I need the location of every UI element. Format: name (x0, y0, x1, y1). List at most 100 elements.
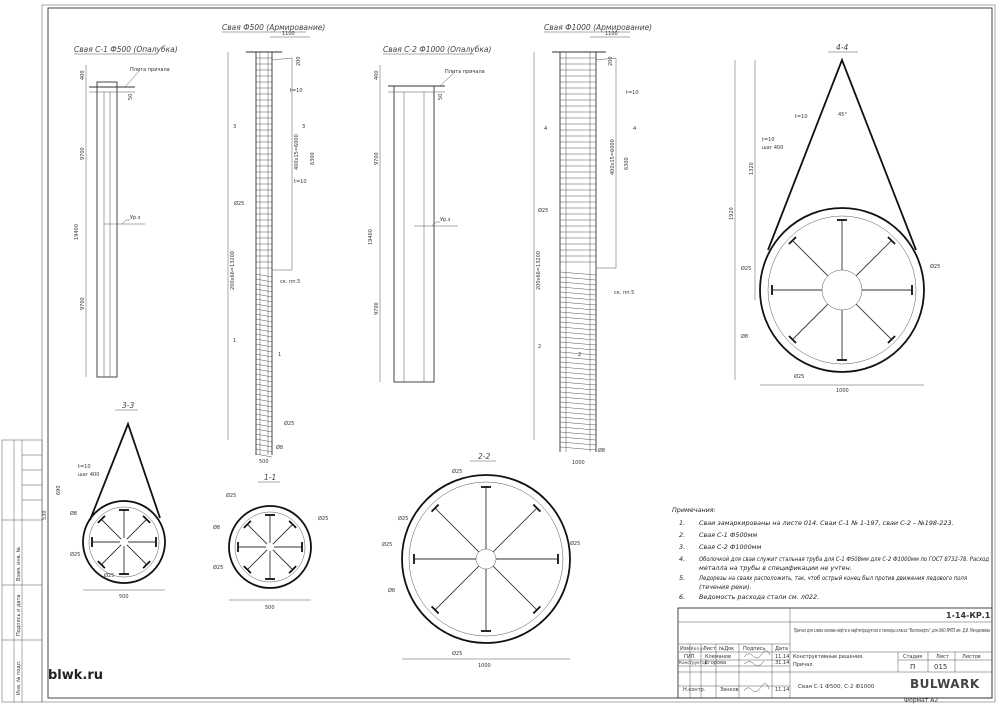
drawing-line (255, 303, 273, 308)
d25-f4: Ø25 (570, 540, 580, 547)
dim-1920: 1920 (729, 207, 735, 220)
drawing-line (559, 411, 597, 416)
dim-1100-b: 1100 (605, 31, 618, 37)
dim-50-a: 50 (128, 94, 134, 100)
drawing-line (788, 335, 797, 344)
dim-9700-b2: 9700 (374, 302, 380, 315)
drawing-line (255, 438, 273, 443)
drawing-line (255, 283, 273, 288)
note-4-n: 4. (679, 555, 685, 563)
drawing-line (255, 338, 273, 343)
drawing-line (559, 421, 597, 426)
d8-a: Ø8 (276, 444, 283, 451)
note-ref-a: ск. пп.5 (280, 279, 300, 285)
h-list: Лист (703, 646, 716, 652)
drawing-line (559, 436, 597, 441)
drawing-line (559, 396, 597, 401)
dim-400-a: 400 (80, 70, 86, 80)
dim-1000-c: 1000 (836, 388, 849, 394)
drawing-line (255, 368, 273, 373)
dim-19400-a: 19400 (74, 224, 80, 240)
drawing-line (255, 348, 273, 353)
title-3-3: 3-3 (122, 401, 134, 410)
drawing-line (255, 453, 273, 458)
drawing-line (559, 371, 597, 376)
d8-f: Ø8 (388, 587, 395, 594)
drawing-line (559, 326, 597, 331)
drawing-line (255, 393, 273, 398)
drawing-line (126, 519, 147, 540)
dim-1000-b: 1000 (572, 460, 585, 466)
h-sheet: Лист (936, 654, 949, 660)
drawing-line (255, 428, 273, 433)
d25-d1: Ø25 (70, 551, 80, 558)
cut3-a: 3 (233, 124, 236, 130)
drawing-line (255, 278, 273, 283)
d25-b1: Ø25 (538, 207, 548, 214)
r1-role: ГИП (684, 654, 695, 660)
note-1-n: 1. (679, 519, 685, 527)
drawing-line (559, 381, 597, 386)
signature-3 (743, 683, 770, 693)
note-2-text: Свая С-1 Ф500мм (699, 531, 757, 539)
note-ref-b: ск. пп.5 (614, 290, 634, 296)
drawing-line (142, 515, 151, 524)
dim-690: 690 (56, 485, 62, 495)
dim-9700-a1: 9700 (80, 147, 86, 160)
d25-c2: Ø25 (930, 263, 940, 270)
drawing-line (272, 524, 293, 545)
drawing-line (434, 565, 480, 611)
rebar-400-a: 400x15=6000 (294, 134, 300, 170)
drawing-line (559, 426, 597, 431)
drawing-line (255, 443, 273, 448)
view-c1-formwork: Свая С-1 Ф500 (Опалубка) Плита причала 4… (74, 45, 178, 378)
signature-2 (743, 660, 765, 667)
d8-c: Ø8 (741, 333, 748, 340)
stage-value: П (910, 663, 915, 671)
d8-b: Ø8 (598, 447, 605, 454)
note-3-n: 3. (679, 543, 685, 551)
drawing-line (126, 544, 147, 565)
section-3-3: 3-3 530 690 t=10 шаг 400 Ø25 Ø25 Ø8 500 (42, 401, 166, 600)
drawing-line (243, 565, 252, 574)
level-mark-2: Ур.з (440, 217, 451, 223)
cut4-b: 4 (633, 126, 636, 132)
cut1-b: 1 (278, 352, 281, 358)
d25-a1: Ø25 (234, 200, 244, 207)
dim-1000-f: 1000 (478, 663, 491, 669)
section-4-4: 4-4 1920 1320 t=10 шаг 400 t=10 45° Ø25 … (729, 43, 940, 394)
drawing-line (559, 406, 597, 411)
drawing-line (255, 398, 273, 403)
d25-e2: Ø25 (318, 515, 328, 522)
drawing-line (255, 448, 273, 453)
drawing-line (101, 519, 122, 540)
title-4-4: 4-4 (836, 43, 848, 52)
drawing-line (559, 341, 597, 346)
dim-500-a: 500 (259, 459, 269, 465)
format-label: Формат А2 (904, 697, 939, 704)
rebar-400-b: 400x15=6000 (610, 139, 616, 175)
title-pile500-rebar: Свая Ф500 (Армирование) (222, 23, 325, 32)
r3-name: Зенков (720, 687, 739, 693)
note-5-text: Ледорезы на сваях расположить, так, чтоб… (698, 574, 967, 582)
d25-f2: Ø25 (398, 515, 408, 522)
d25-e1: Ø25 (226, 492, 236, 499)
note-3-text: Свая С-2 Ф1000мм (699, 543, 761, 551)
drawing-line (532, 605, 542, 615)
r2-date: 31.14 (775, 660, 789, 666)
dim-400-b: 400 (374, 70, 380, 80)
drawing-line (855, 240, 892, 277)
r2-role: Конструктор (679, 660, 708, 665)
r1-name: Клеманов (705, 654, 731, 660)
d25-c1: Ø25 (741, 265, 751, 272)
dim-50-b: 50 (438, 94, 444, 100)
view-c2-formwork: Свая С-2 Ф1000 (Опалубка) Плита причала … (368, 45, 491, 383)
step400-d: шаг 400 (78, 472, 99, 478)
sign-date-label: Подпись и дата (16, 595, 22, 636)
dim-530: 530 (42, 510, 48, 520)
drawing-line (559, 336, 597, 341)
drawing-line (255, 343, 273, 348)
drawing-line (792, 303, 829, 340)
drawing-line (887, 335, 896, 344)
sheet-value: 015 (934, 663, 947, 671)
